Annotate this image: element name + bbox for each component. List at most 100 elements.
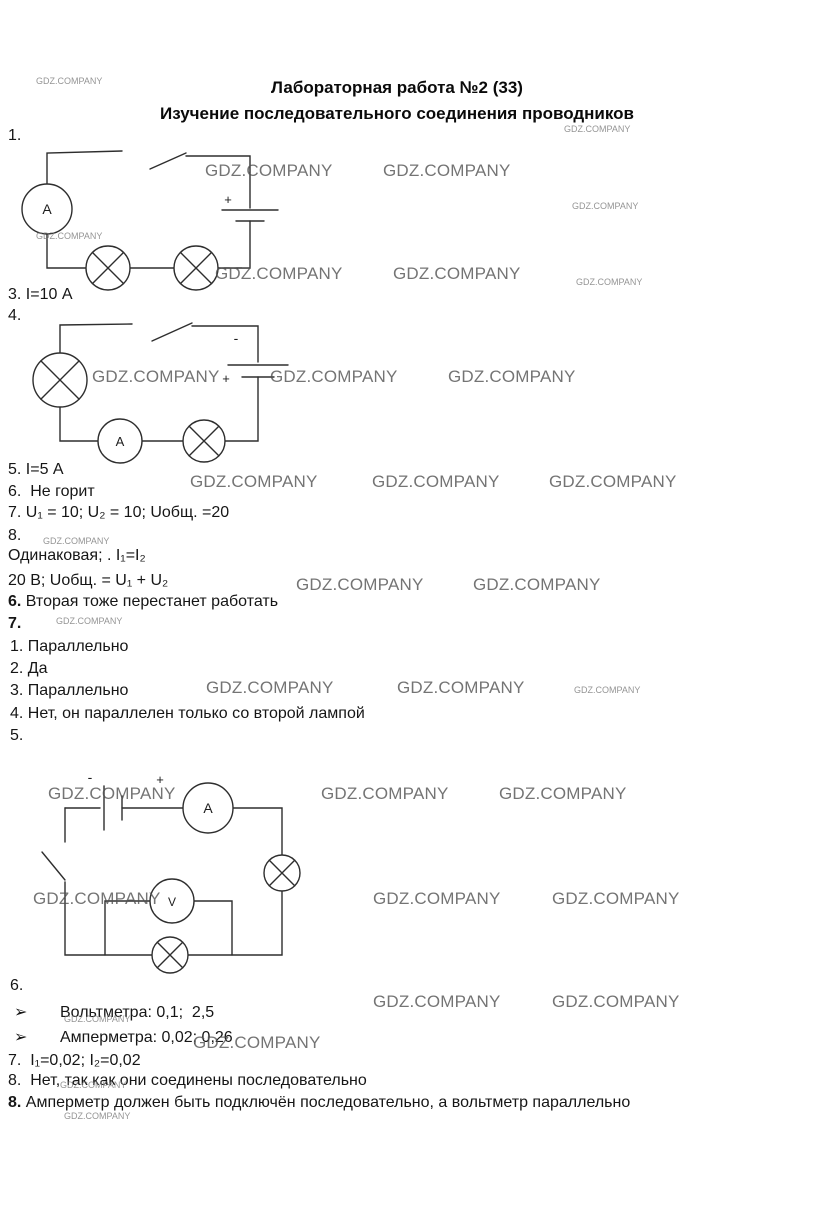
answer-line: 7. U₁ = 10; U₂ = 10; Uобщ. =20 <box>8 504 230 521</box>
answer-line: 2. Да <box>10 660 48 677</box>
answer-line: 8. Нет, так как они соединены последоват… <box>8 1072 367 1089</box>
voltmeter-icon <box>149 878 195 924</box>
watermark: GDZ.COMPANY <box>373 992 501 1011</box>
wire <box>224 376 259 442</box>
item-number: 6. <box>10 977 24 994</box>
ammeter-label: A <box>203 800 213 816</box>
wire <box>185 155 251 209</box>
answer-line: Амперметра: 0,02; 0,26 <box>60 1029 233 1046</box>
watermark: GDZ.COMPANY <box>574 685 641 695</box>
wire <box>64 881 153 956</box>
wire <box>191 325 259 363</box>
wire <box>46 150 123 185</box>
wire <box>193 900 233 956</box>
watermark: GDZ.COMPANY <box>36 231 103 241</box>
voltmeter-label: V <box>168 895 176 909</box>
watermark: GDZ.COMPANY <box>270 367 398 386</box>
wire <box>59 323 133 354</box>
watermark: GDZ.COMPANY <box>64 1111 131 1121</box>
watermark: GDZ.COMPANY <box>48 784 176 803</box>
item-number: 1. <box>8 127 22 144</box>
watermark: GDZ.COMPANY <box>448 367 576 386</box>
answer-text: Амперметр должен быть подключён последов… <box>21 1094 631 1111</box>
watermark: GDZ.COMPANY <box>33 889 161 908</box>
bullet-icon: ➢ <box>14 1004 28 1021</box>
item-number: 8. <box>8 1094 22 1111</box>
answer-line: 3. I=10 А <box>8 286 73 303</box>
battery-icon <box>221 209 279 222</box>
watermark: GDZ.COMPANY <box>56 616 123 626</box>
answer-line: 20 В; Uобщ. = U₁ + U₂ <box>8 572 169 589</box>
circuit-diagram-2: A - + <box>32 322 289 464</box>
watermark: GDZ.COMPANY <box>190 472 318 491</box>
watermark: GDZ.COMPANY <box>397 678 525 697</box>
watermark: GDZ.COMPANY <box>572 201 639 211</box>
lamp-icon <box>85 245 131 291</box>
watermark: GDZ.COMPANY <box>296 575 424 594</box>
answer-line: 4. Нет, он параллелен только со второй л… <box>10 705 365 722</box>
watermark: GDZ.COMPANY <box>92 367 220 386</box>
wire <box>217 220 251 269</box>
circuit-diagram-1: A + <box>21 150 279 291</box>
switch-icon <box>151 322 193 342</box>
page-subtitle: Изучение последовательного соединения пр… <box>159 104 634 123</box>
watermark: GDZ.COMPANY <box>205 161 333 180</box>
battery-minus: - <box>88 769 93 785</box>
circuit-diagram-3: A V - + <box>41 769 301 974</box>
battery-plus: + <box>222 371 230 386</box>
ammeter-icon <box>182 782 234 834</box>
item-number: 5. <box>10 727 24 744</box>
answer-line: 3. Параллельно <box>10 682 129 699</box>
wire <box>46 233 87 269</box>
watermark: GDZ.COMPANY <box>373 889 501 908</box>
watermark: GDZ.COMPANY <box>393 264 521 283</box>
watermark: GDZ.COMPANY <box>321 784 449 803</box>
answer-line: Одинаковая; . I₁=I₂ <box>8 547 146 564</box>
watermark: GDZ.COMPANY <box>499 784 627 803</box>
wire <box>59 406 99 442</box>
answer-text: Вторая тоже перестанет работать <box>21 593 279 610</box>
page-title: Лабораторная работа №2 (33) <box>271 78 523 97</box>
watermark: GDZ.COMPANY <box>36 76 103 86</box>
bullet-icon: ➢ <box>14 1029 28 1046</box>
wire <box>104 900 151 956</box>
watermark: GDZ.COMPANY <box>549 472 677 491</box>
lamp-icon <box>182 419 226 463</box>
switch-icon <box>41 851 66 881</box>
answer-line: 6. Не горит <box>8 483 95 500</box>
ammeter-label: A <box>116 434 125 449</box>
battery-minus: - <box>234 330 239 346</box>
lamp-icon <box>173 245 219 291</box>
answer-line: 1. Параллельно <box>10 638 129 655</box>
watermark: GDZ.COMPANY <box>473 575 601 594</box>
item-number: 6. <box>8 593 22 610</box>
watermark: GDZ.COMPANY <box>552 889 680 908</box>
answer-line: 8. Амперметр должен быть подключён после… <box>8 1093 630 1112</box>
ammeter-label: A <box>42 201 52 217</box>
battery-plus: + <box>156 772 164 787</box>
watermark: GDZ.COMPANY <box>372 472 500 491</box>
item-number: 8. <box>8 527 22 544</box>
answer-line: 5. I=5 А <box>8 461 64 478</box>
ammeter-icon <box>97 418 143 464</box>
watermark: GDZ.COMPANY <box>552 992 680 1011</box>
watermark: GDZ.COMPANY <box>60 1080 127 1090</box>
watermark: GDZ.COMPANY <box>215 264 343 283</box>
answer-line: 6. Вторая тоже перестанет работать <box>8 592 278 611</box>
lamp-icon <box>263 854 301 892</box>
watermark: GDZ.COMPANY <box>564 124 631 134</box>
watermark: GDZ.COMPANY <box>193 1033 321 1052</box>
watermark: GDZ.COMPANY <box>43 536 110 546</box>
battery-plus: + <box>224 192 232 207</box>
lamp-icon <box>32 352 88 408</box>
watermark: GDZ.COMPANY <box>206 678 334 697</box>
item-number: 7. <box>8 615 22 632</box>
wire <box>232 807 283 856</box>
lamp-icon <box>151 936 189 974</box>
watermark: GDZ.COMPANY <box>576 277 643 287</box>
item-number: 4. <box>8 307 22 324</box>
watermark: GDZ.COMPANY <box>383 161 511 180</box>
answer-line: 7. I₁=0,02; I₂=0,02 <box>8 1052 141 1069</box>
watermark: GDZ.COMPANY <box>64 1014 131 1024</box>
